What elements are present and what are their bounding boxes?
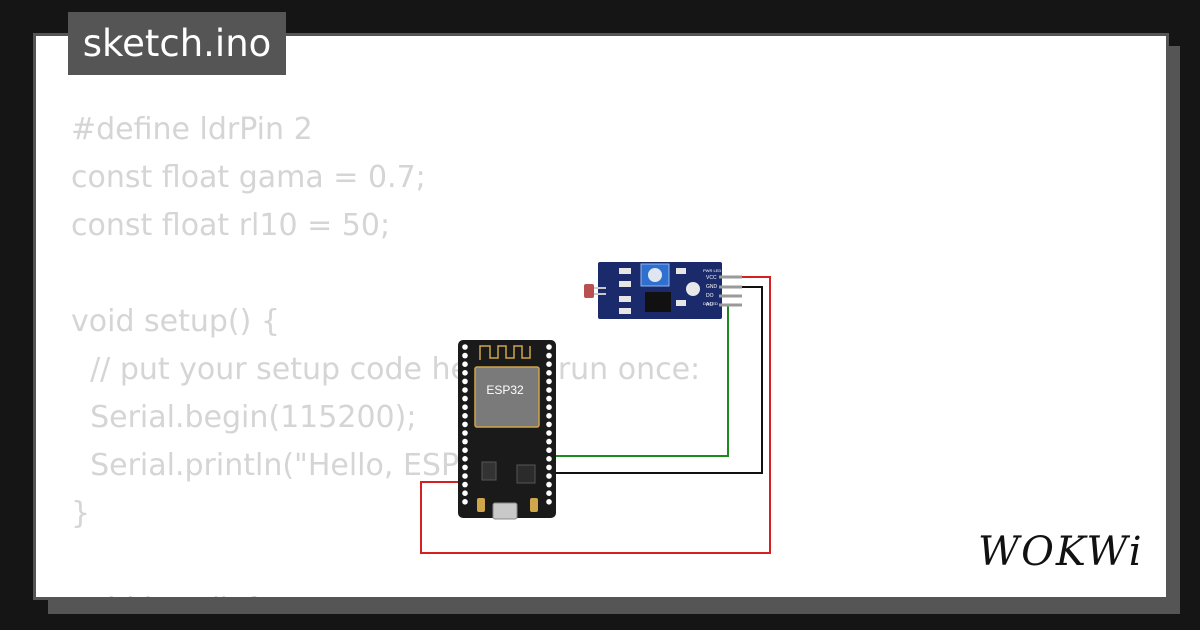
header-pin (546, 430, 552, 436)
code-line: #define ldrPin 2 (71, 112, 313, 147)
header-pin (462, 344, 468, 350)
smd-part (619, 308, 631, 314)
file-name-tab[interactable]: sketch.ino (68, 12, 286, 75)
code-preview: #define ldrPin 2 const float gama = 0.7; c… (71, 106, 700, 597)
smd-part (619, 268, 631, 274)
header-pin (462, 499, 468, 505)
header-pin (462, 395, 468, 402)
esp32-chip (474, 366, 540, 428)
usb-chip (516, 464, 536, 484)
smd-part (619, 296, 631, 302)
header-pin (462, 404, 468, 411)
header-pin (546, 413, 552, 419)
header-pin (546, 490, 552, 497)
pin-label-do: DO (706, 293, 714, 299)
antenna-trace (479, 345, 531, 360)
header-pin (546, 387, 552, 393)
esp32-chip-label: ESP32 (486, 383, 524, 397)
ldr-pcb (598, 262, 722, 319)
header-pin (462, 481, 468, 488)
en-button[interactable] (530, 498, 538, 512)
header-pin (546, 464, 552, 471)
do-led-label: DO LED (703, 301, 718, 306)
potentiometer-knob (648, 268, 662, 282)
micro-usb-port (492, 502, 518, 520)
ground-wire[interactable] (550, 286, 763, 474)
boot-button[interactable] (477, 498, 485, 512)
wokwi-logo-text: WOKWi (978, 529, 1144, 574)
header-pin (462, 464, 468, 471)
header-pin (462, 473, 468, 479)
header-pin (462, 352, 468, 359)
pwr-led-label: PWR LED (703, 268, 721, 273)
code-line: Serial.begin(115200); (71, 400, 417, 435)
ldr-sensor-head (584, 284, 594, 298)
header-pin (546, 421, 552, 428)
header-pin (546, 456, 552, 462)
header-pin (462, 490, 468, 497)
header-pin (462, 438, 468, 445)
header-pin (462, 387, 468, 393)
comparator-chip (645, 292, 671, 312)
module-header-pins (719, 275, 742, 307)
header-pin (546, 447, 552, 454)
smd-part (676, 268, 686, 274)
code-line: void setup() { (71, 304, 280, 339)
wokwi-logo: WOKWi (978, 529, 1144, 574)
pin-label-ao: AO (706, 302, 713, 308)
header-pin (462, 456, 468, 462)
header-pin (546, 438, 552, 445)
esp32-left-pins (462, 344, 468, 505)
header-pin (546, 378, 552, 385)
code-line: void loop() { (71, 586, 700, 597)
header-pin (546, 499, 552, 505)
header-pin (546, 370, 552, 376)
esp32-right-pins (546, 344, 552, 505)
code-line: const float rl10 = 50; (71, 208, 391, 243)
signal-wire[interactable] (550, 304, 742, 457)
header-pin (462, 413, 468, 419)
code-line: const float gama = 0.7; (71, 160, 426, 195)
header-pin (462, 421, 468, 428)
header-pin (546, 352, 552, 359)
pin-label-vcc: VCC (706, 275, 717, 281)
header-pin (546, 473, 552, 479)
regulator (481, 461, 497, 481)
pin-label-gnd: GND (706, 284, 718, 290)
header-pin (546, 344, 552, 350)
code-line: Serial.println("Hello, ESP32!"); (71, 448, 545, 483)
header-pin (546, 404, 552, 411)
header-pin (462, 378, 468, 385)
header-pin (546, 481, 552, 488)
esp32-board[interactable]: ESP32 (458, 340, 556, 520)
header-pin (546, 395, 552, 402)
header-pin (462, 430, 468, 436)
power-wire[interactable] (420, 276, 771, 554)
header-pin (462, 447, 468, 454)
photoresistor (686, 282, 700, 296)
ldr-sensor-module[interactable]: PWR LED DO LED VCC GND DO AO (584, 262, 742, 319)
header-pin (462, 370, 468, 376)
header-pin (546, 361, 552, 368)
smd-part (676, 300, 686, 306)
code-line: } (71, 496, 91, 531)
header-pin (462, 361, 468, 368)
smd-part (619, 281, 631, 287)
